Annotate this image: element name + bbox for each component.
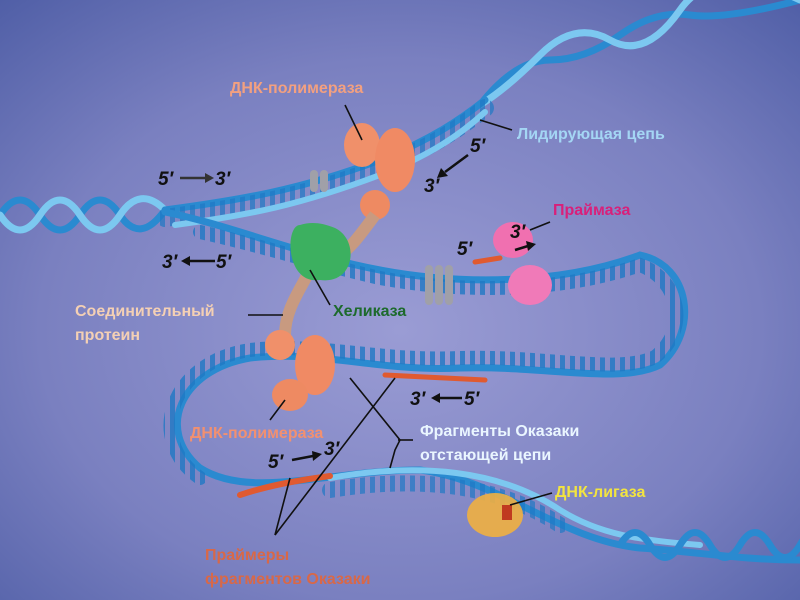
end-label: 3′ — [424, 176, 441, 197]
end-label: 5′ — [470, 136, 487, 157]
label-connector-protein-2: протеин — [75, 327, 140, 344]
direction-lagging-bottom: 5′ 3′ — [268, 439, 341, 473]
label-connector-protein-1: Соединительный — [75, 303, 215, 320]
direction-lagging-top: 3′ 5′ — [410, 389, 481, 410]
dna-polymerase-bottom — [265, 330, 335, 411]
primase-primer — [472, 255, 503, 265]
bottom-right-helix — [616, 529, 800, 561]
label-okazaki-fragments-1: Фрагменты Оказаки — [420, 423, 579, 440]
direction-mid-left: 3′ 5′ — [162, 252, 233, 273]
end-label: 5′ — [268, 452, 285, 473]
dna-ligase — [467, 493, 523, 537]
end-label: 3′ — [510, 222, 527, 243]
label-dna-polymerase-top: ДНК-полимераза — [230, 80, 363, 97]
end-label: 3′ — [162, 252, 179, 273]
label-primase: Праймаза — [553, 202, 630, 219]
direction-leading: 5′ 3′ — [424, 136, 487, 197]
direction-primase: 5′ 3′ — [457, 222, 536, 260]
okazaki-primer-top — [382, 372, 488, 383]
parent-double-helix — [0, 195, 169, 234]
leader-lines — [248, 104, 553, 536]
primers — [237, 255, 503, 498]
label-primers-2: фрагментов Оказаки — [205, 571, 370, 588]
okazaki-primer-bottom — [237, 473, 333, 498]
top-right-helix — [476, 0, 800, 109]
end-label: 3′ — [324, 439, 341, 460]
direction-top-left: 5′ 3′ — [158, 169, 232, 190]
label-leading-strand: Лидирующая цепь — [517, 126, 665, 143]
label-dna-polymerase-bottom: ДНК-полимераза — [190, 425, 323, 442]
dna-polymerase-top — [344, 123, 415, 220]
label-okazaki-fragments-2: отстающей цепи — [420, 447, 551, 464]
label-helicase: Хеликаза — [333, 303, 406, 320]
label-dna-ligase: ДНК-лигаза — [555, 484, 646, 501]
end-label: 3′ — [410, 389, 427, 410]
end-label: 5′ — [464, 389, 481, 410]
end-label: 5′ — [158, 169, 175, 190]
primase — [493, 222, 552, 305]
helicase — [290, 223, 351, 281]
label-primers-1: Праймеры — [205, 547, 289, 564]
ssb-proteins — [310, 170, 453, 305]
end-label: 5′ — [216, 252, 233, 273]
end-label: 5′ — [457, 239, 474, 260]
end-label: 3′ — [215, 169, 232, 190]
